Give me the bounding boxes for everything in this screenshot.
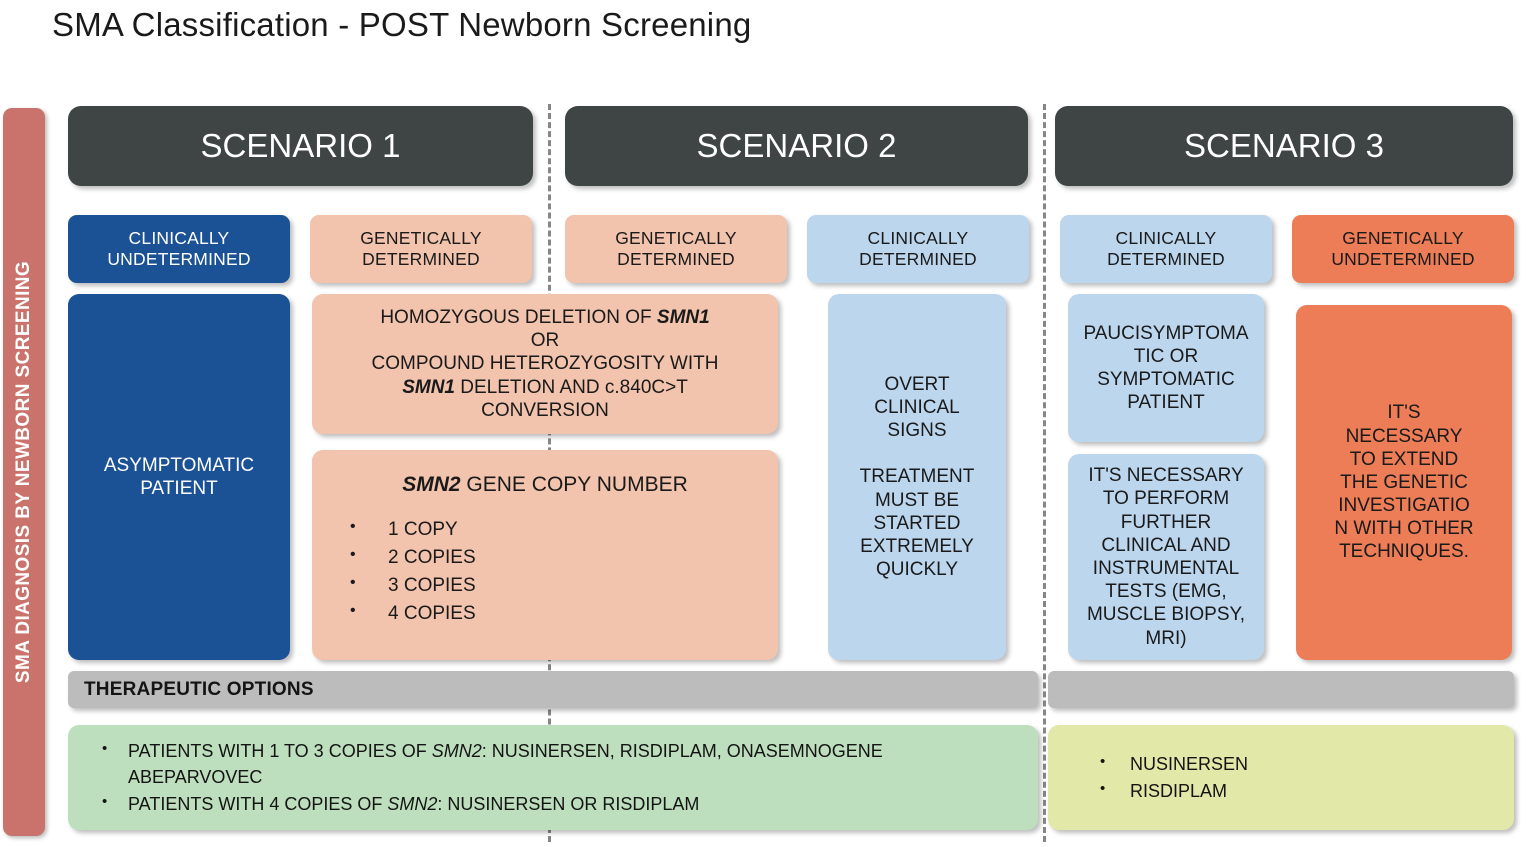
therapeutic-options-bar-right bbox=[1048, 671, 1514, 708]
genetic-criteria-line-3: COMPOUND HETEROZYGOSITY WITH bbox=[371, 353, 719, 375]
side-banner: SMA DIAGNOSIS BY NEWBORN SCREENING bbox=[3, 108, 45, 836]
list-item: NUSINERSEN bbox=[1088, 751, 1492, 777]
list-item: RISDIPLAM bbox=[1088, 778, 1492, 804]
scenario-header-1: SCENARIO 1 bbox=[68, 106, 533, 186]
tag-genetically-determined-s2: GENETICALLY DETERMINED bbox=[565, 215, 787, 283]
page-title: SMA Classification - POST Newborn Screen… bbox=[52, 6, 752, 43]
list-item: 1 COPY bbox=[350, 517, 476, 541]
side-banner-label: SMA DIAGNOSIS BY NEWBORN SCREENING bbox=[13, 260, 35, 684]
list-item: 3 COPIES bbox=[350, 573, 476, 597]
therapeutic-options-label: THERAPEUTIC OPTIONS bbox=[84, 678, 314, 700]
treatment-list-left: PATIENTS WITH 1 TO 3 COPIES OF SMN2: NUS… bbox=[90, 738, 1016, 816]
tag-clinically-determined-s2: CLINICALLY DETERMINED bbox=[807, 215, 1029, 283]
box-asymptomatic-patient: ASYMPTOMATIC PATIENT bbox=[68, 294, 290, 660]
tag-genetically-undetermined-s3: GENETICALLY UNDETERMINED bbox=[1292, 215, 1514, 283]
list-item: PATIENTS WITH 4 COPIES OF SMN2: NUSINERS… bbox=[102, 791, 1016, 817]
genetic-criteria-line-1: HOMOZYGOUS DELETION OF SMN1 bbox=[380, 307, 710, 329]
scenario-header-2-label: SCENARIO 2 bbox=[696, 126, 897, 164]
list-item: 4 COPIES bbox=[350, 601, 476, 625]
box-extend-genetic-investigation: IT'S NECESSARY TO EXTEND THE GENETIC INV… bbox=[1296, 305, 1512, 660]
tag-genetically-determined-s1: GENETICALLY DETERMINED bbox=[310, 215, 532, 283]
scenario-header-3-label: SCENARIO 3 bbox=[1184, 126, 1384, 164]
tag-clinically-undetermined-s1: CLINICALLY UNDETERMINED bbox=[68, 215, 290, 283]
smn2-copy-number-list: 1 COPY 2 COPIES 3 COPIES 4 COPIES bbox=[312, 517, 476, 631]
box-overt-clinical-signs: OVERT CLINICAL SIGNS TREATMENT MUST BE S… bbox=[828, 294, 1006, 660]
treatment-panel-scenario-3: NUSINERSEN RISDIPLAM bbox=[1048, 725, 1514, 830]
box-smn2-copy-number: SMN2 GENE COPY NUMBER 1 COPY 2 COPIES 3 … bbox=[312, 450, 778, 660]
tag-clinically-determined-s3: CLINICALLY DETERMINED bbox=[1060, 215, 1272, 283]
box-further-tests: IT'S NECESSARY TO PERFORM FURTHER CLINIC… bbox=[1068, 454, 1264, 660]
scenario-header-2: SCENARIO 2 bbox=[565, 106, 1028, 186]
treatment-panel-scenario-1-2: PATIENTS WITH 1 TO 3 COPIES OF SMN2: NUS… bbox=[68, 725, 1038, 830]
scenario-header-1-label: SCENARIO 1 bbox=[200, 126, 401, 164]
scenario-header-3: SCENARIO 3 bbox=[1055, 106, 1513, 186]
therapeutic-options-bar-left: THERAPEUTIC OPTIONS bbox=[68, 671, 1038, 708]
box-genetic-criteria: HOMOZYGOUS DELETION OF SMN1 OR COMPOUND … bbox=[312, 294, 778, 434]
box-paucisymptomatic-patient: PAUCISYMPTOMA TIC OR SYMPTOMATIC PATIENT bbox=[1068, 294, 1264, 442]
treatment-list-right: NUSINERSEN RISDIPLAM bbox=[1070, 751, 1492, 803]
smn2-copy-number-title: SMN2 GENE COPY NUMBER bbox=[402, 473, 688, 496]
genetic-criteria-line-5: CONVERSION bbox=[481, 399, 609, 421]
genetic-criteria-line-2: OR bbox=[530, 330, 560, 352]
list-item: PATIENTS WITH 1 TO 3 COPIES OF SMN2: NUS… bbox=[102, 738, 1016, 790]
genetic-criteria-line-4: SMN1 DELETION AND c.840C>T bbox=[402, 376, 688, 398]
divider-scenario-2-3 bbox=[1043, 104, 1046, 842]
list-item: 2 COPIES bbox=[350, 545, 476, 569]
